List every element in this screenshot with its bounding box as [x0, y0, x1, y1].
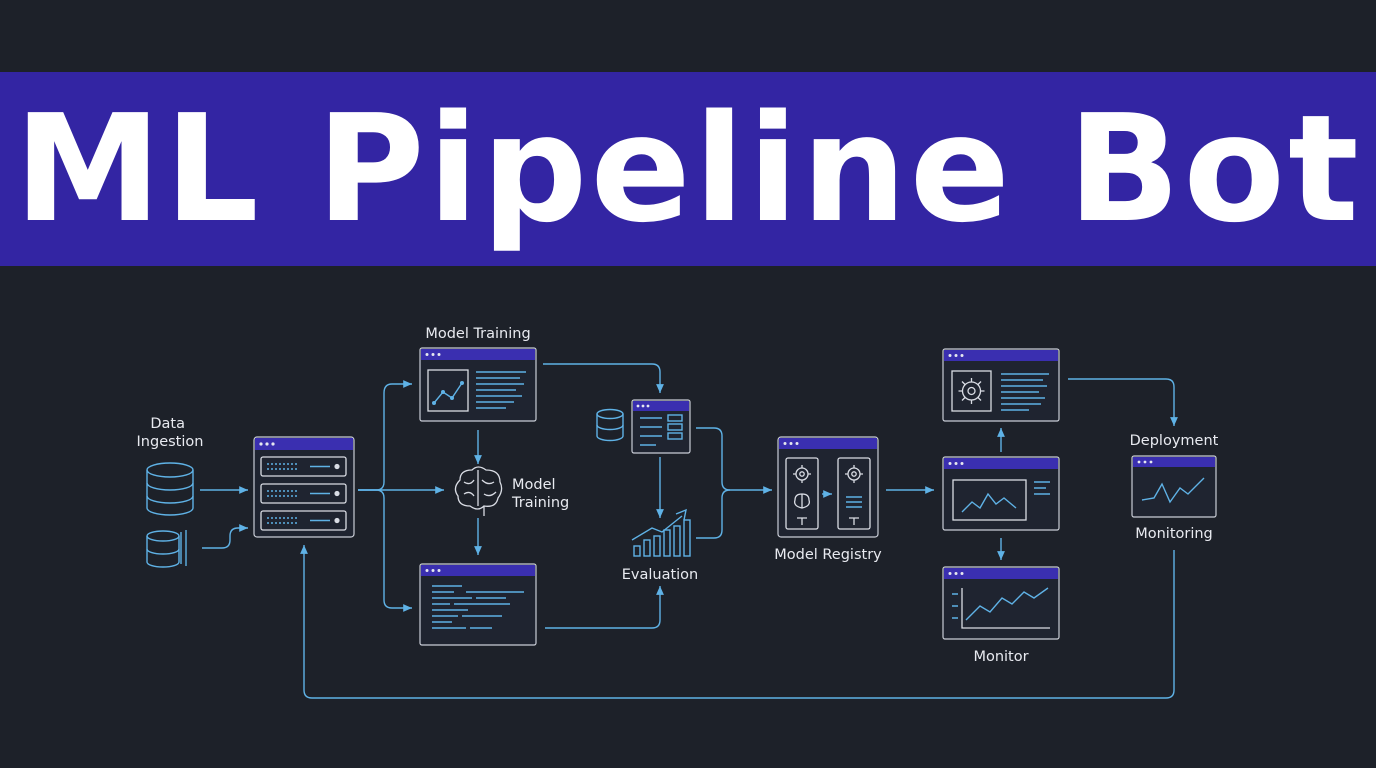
model-training-window: Model Training	[419, 326, 537, 422]
monitoring-label: Monitoring	[1135, 526, 1213, 542]
monitor-node: Monitor	[942, 566, 1060, 665]
server-rack-window	[253, 436, 355, 538]
evaluation-node: Evaluation	[622, 508, 699, 583]
dashboard-window	[942, 456, 1060, 531]
model-training-mid-label: Model Training	[511, 477, 569, 511]
bar-chart-icon	[631, 508, 691, 557]
connectors	[200, 363, 1178, 699]
brain-icon	[454, 466, 503, 516]
deployment-node: Deployment Monitoring	[1130, 433, 1219, 542]
model-registry-label: Model Registry	[774, 547, 882, 563]
gear-icon	[958, 378, 985, 404]
data-ingestion-label-line1: Data	[150, 416, 185, 432]
database-stack-icon	[146, 530, 187, 568]
line-chart-icon	[1141, 477, 1205, 504]
model-training-mid-label-line1: Model	[512, 477, 556, 493]
server-rack-icon	[260, 456, 347, 531]
deployment-label: Deployment	[1130, 433, 1219, 449]
model-training-mid-node: Model Training	[454, 466, 569, 516]
brain-small-icon	[794, 493, 810, 509]
database-small-icon	[596, 408, 624, 442]
data-ingestion-label-line2: Ingestion	[137, 434, 204, 450]
line-chart-icon	[961, 492, 1017, 513]
model-training-top-label: Model Training	[425, 326, 530, 342]
monitor-label: Monitor	[973, 649, 1028, 665]
gear-icon	[793, 465, 811, 483]
settings-window	[942, 348, 1060, 422]
line-chart-icon	[965, 587, 1049, 621]
line-chart-icon	[427, 369, 469, 412]
database-icon	[146, 462, 194, 516]
evaluation-data-node	[596, 399, 691, 454]
evaluation-label: Evaluation	[622, 567, 699, 583]
page-title: ML Pipeline Bot	[14, 83, 1362, 255]
data-ingestion-node: Data Ingestion	[137, 416, 204, 568]
title-banner: ML Pipeline Bot	[0, 72, 1376, 266]
code-window	[419, 563, 537, 646]
gear-icon	[845, 465, 863, 483]
data-ingestion-label: Data Ingestion	[137, 416, 204, 450]
model-training-mid-label-line2: Training	[511, 495, 569, 511]
model-registry-node: Model Registry	[774, 436, 882, 563]
